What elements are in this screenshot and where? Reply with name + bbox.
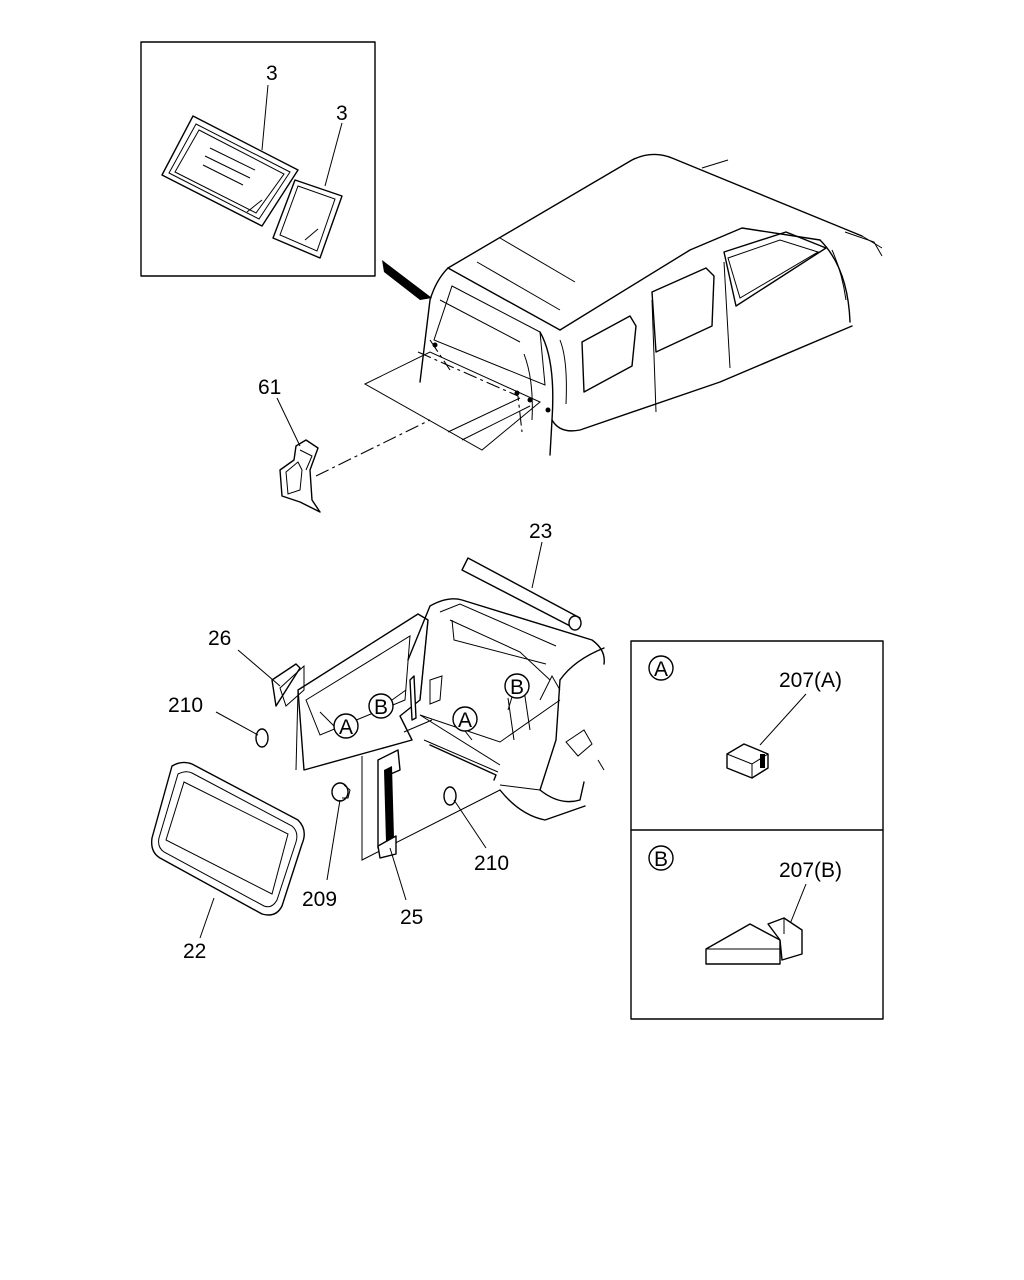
callout-plug: 209 [302, 888, 337, 911]
vehicle-upper [363, 153, 883, 456]
detail-b-part-label: 207(B) [779, 859, 842, 882]
callout-glass-a: 3 [266, 62, 278, 85]
bracket-leader-dash [315, 419, 431, 477]
leader-glass-a [261, 84, 269, 151]
glass-inset: 3 3 [140, 41, 376, 277]
trim-part: 25 [361, 749, 501, 929]
callout-seal-top: 23 [529, 520, 552, 543]
detail-box: A 207(A) B 207(B) [630, 640, 884, 1020]
detail-a-marker-circle [648, 655, 674, 681]
callout-trim: 25 [400, 906, 423, 929]
detail-a-marker: A [654, 658, 668, 681]
detail-b-marker: B [654, 848, 668, 871]
detail-a-part-label: 207(A) [779, 669, 842, 692]
svg-text:B: B [374, 696, 388, 719]
callout-glass-seal: 22 [183, 940, 206, 963]
detail-b-marker-circle [648, 845, 674, 871]
leader-glass-b [324, 122, 343, 187]
inset-frame [140, 41, 376, 277]
pointer-arrow [382, 260, 432, 300]
glass-panel-large [161, 115, 299, 227]
connector-a-part [726, 743, 769, 779]
detail-a: A 207(A) [648, 655, 842, 779]
callout-clip-right: 210 [474, 852, 509, 875]
callout-glass-b: 3 [336, 102, 348, 125]
marker-a-left: A [319, 711, 359, 739]
svg-text:A: A [339, 716, 353, 739]
marker-b-left: B [368, 689, 407, 719]
callout-clip-left: 210 [168, 694, 203, 717]
connector-b-part [705, 917, 803, 965]
callout-bracket: 61 [258, 376, 281, 399]
plug-part: 209 [302, 782, 351, 911]
marker-b-right: B [504, 673, 530, 711]
bracket-part: 61 [258, 376, 431, 513]
clip-right: 210 [443, 786, 509, 875]
glass-panel-small [272, 179, 343, 259]
callout-strip: 26 [208, 627, 231, 650]
svg-text:B: B [510, 676, 524, 699]
weather-strip-part: 26 [208, 627, 305, 707]
marker-a-right: A [452, 706, 478, 741]
seal-strip-top: 23 [461, 520, 582, 631]
detail-b: B 207(B) [648, 845, 842, 965]
clip-left: 210 [168, 694, 269, 748]
svg-text:A: A [458, 709, 472, 732]
glass-seal-part: 22 [150, 761, 305, 963]
vehicle-rear [295, 598, 605, 821]
